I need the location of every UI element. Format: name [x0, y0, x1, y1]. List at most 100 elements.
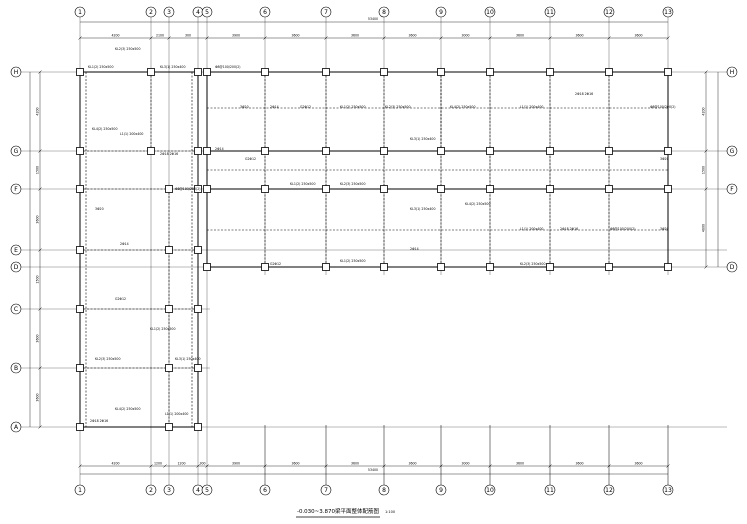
dim-left-value: 3600	[36, 334, 40, 342]
dim-bottom-value: 1200	[154, 462, 162, 466]
beam-label: 2Φ14	[410, 247, 419, 251]
grid-bubble-label: 13	[664, 9, 672, 16]
dim-top-tick	[488, 36, 492, 40]
grid-bubble-label: 7	[324, 9, 328, 16]
grid-bubble-label: F	[730, 186, 734, 193]
dim-top-value: 3600	[575, 34, 583, 38]
column	[165, 185, 173, 193]
column	[380, 185, 388, 193]
grid-bubble-label: 9	[439, 9, 443, 16]
dim-top-value: 300	[185, 34, 191, 38]
beam-label: G2Φ12	[245, 157, 256, 161]
column	[380, 263, 388, 271]
column	[664, 263, 672, 271]
grid-bubble-label: E	[14, 247, 18, 254]
dim-bottom-value: 3600	[351, 462, 359, 466]
grid-bubble-label: H	[14, 69, 19, 76]
beam-label: 2Φ18 2Φ16	[560, 227, 578, 231]
dim-top-tick	[324, 36, 328, 40]
grid-bubble-label: 4	[196, 487, 200, 494]
beam-label: KL1(2) 250x500	[340, 105, 365, 109]
column	[76, 68, 84, 76]
column	[437, 185, 445, 193]
column	[664, 68, 672, 76]
grid-bubble	[10, 303, 22, 315]
dim-bottom-tick	[607, 464, 611, 468]
column	[322, 147, 330, 155]
grid-bubble	[726, 261, 738, 273]
dim-bottom-value: 3600	[575, 462, 583, 466]
dim-bottom-value: 3000	[461, 462, 469, 466]
beam-label: 3Φ20	[95, 207, 104, 211]
grid-bubble	[145, 484, 157, 496]
dim-bottom-tick	[548, 464, 552, 468]
beam-label: 3Φ20	[660, 227, 669, 231]
dim-top-tick	[78, 36, 82, 40]
column	[76, 364, 84, 372]
grid-bubble	[662, 6, 674, 18]
column	[486, 68, 494, 76]
column	[76, 423, 84, 431]
grid-bubble	[662, 484, 674, 496]
grid-bubble-label: 10	[486, 487, 494, 494]
column	[605, 68, 613, 76]
dim-bottom-tick	[324, 464, 328, 468]
dim-top-value: 3600	[351, 34, 359, 38]
grid-bubble	[163, 484, 175, 496]
beam-label: 2Φ14	[270, 105, 279, 109]
column	[322, 68, 330, 76]
beam-label: 2Φ18 2Φ16	[90, 419, 108, 423]
beam-label: Φ8@100/200(2)	[650, 105, 675, 109]
column	[486, 147, 494, 155]
grid-bubble	[10, 362, 22, 374]
column	[194, 147, 202, 155]
grid-bubble	[201, 484, 213, 496]
dim-bottom-value: 4200	[111, 462, 119, 466]
dim-top-tick	[263, 36, 267, 40]
grid-bubble-label: 4	[196, 9, 200, 16]
dim-right-value: 1500	[702, 166, 706, 174]
dim-right-value: 4200	[702, 107, 706, 115]
dim-bottom-value: 3600	[291, 462, 299, 466]
column	[605, 263, 613, 271]
grid-bubble-label: G	[730, 148, 735, 155]
grid-bubble	[435, 6, 447, 18]
column	[165, 364, 173, 372]
beam-label: KL3(1) 250x400	[410, 207, 435, 211]
column	[437, 263, 445, 271]
column	[605, 147, 613, 155]
column	[261, 263, 269, 271]
grid-bubble-label: F	[14, 186, 18, 193]
grid-bubble	[544, 484, 556, 496]
column	[203, 263, 211, 271]
grid-bubble	[10, 244, 22, 256]
dim-left-tick	[38, 425, 42, 429]
column	[165, 423, 173, 431]
dim-bottom-value: 300	[199, 462, 205, 466]
dim-top-tick	[548, 36, 552, 40]
beam-label: KL4(2) 250x500	[115, 407, 140, 411]
column	[203, 185, 211, 193]
column	[380, 68, 388, 76]
grid-bubble	[603, 484, 615, 496]
grid-bubble	[603, 6, 615, 18]
beam-label: KL1(2) 250x500	[150, 327, 175, 331]
column	[605, 185, 613, 193]
beam-label: KL1(2) 250x500	[340, 259, 365, 263]
dim-top-tick	[205, 36, 209, 40]
column	[322, 263, 330, 271]
grid-bubble-label: 9	[439, 487, 443, 494]
column	[486, 185, 494, 193]
beam-label: Φ8@100/200(2)	[175, 187, 200, 191]
grid-bubble-label: 2	[149, 9, 153, 16]
column	[261, 147, 269, 155]
beam-label: 2Φ14	[120, 242, 129, 246]
dim-bottom-tick	[439, 464, 443, 468]
dim-top-tick	[607, 36, 611, 40]
grid-bubble	[726, 66, 738, 78]
dim-top-value: 3900	[232, 34, 240, 38]
grid-bubble-label: 5	[205, 9, 209, 16]
grid-bubble-label: 3	[167, 9, 171, 16]
dim-bottom-tick	[263, 464, 267, 468]
column	[194, 246, 202, 254]
